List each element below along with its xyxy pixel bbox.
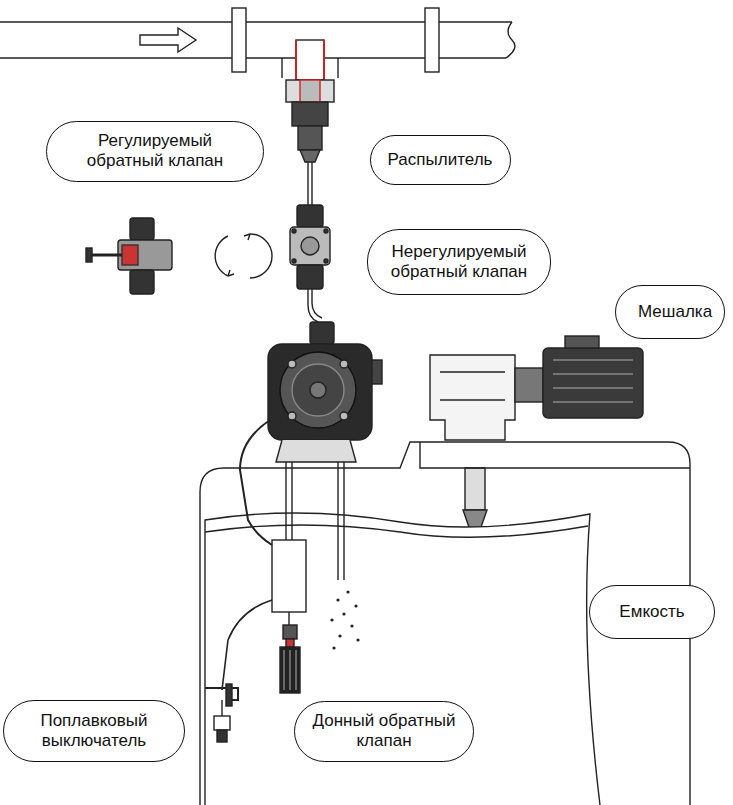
bubbles — [330, 590, 359, 649]
callout-label: Нерегулируемый обратный клапан — [385, 242, 533, 283]
callout-label: Донный обратный клапан — [312, 711, 456, 752]
dosing-pump — [268, 322, 382, 462]
callout-label: Мешалка — [638, 302, 702, 322]
adjustable-valve — [86, 218, 272, 294]
mixer — [430, 336, 643, 530]
callout-label: Емкость — [619, 602, 684, 622]
suction-lance — [272, 462, 306, 693]
callout-box: Мешалка — [615, 285, 725, 339]
callout-label: Поплавковый выключатель — [21, 711, 167, 752]
callout-box: Нерегулируемый обратный клапан — [367, 229, 551, 295]
sprayer — [286, 80, 334, 162]
callout-label: Регулируемый обратный клапан — [64, 131, 246, 172]
callout-box: Донный обратный клапан — [294, 701, 474, 762]
callout-box: Регулируемый обратный клапан — [46, 121, 264, 182]
callout-box: Емкость — [589, 585, 715, 639]
float-switch — [205, 684, 238, 742]
callout-box: Распылитель — [370, 135, 511, 185]
callout-label: Распылитель — [388, 150, 493, 170]
callout-box: Поплавковый выключатель — [3, 700, 185, 762]
pipe — [0, 8, 515, 80]
non-return-valve — [290, 205, 330, 289]
